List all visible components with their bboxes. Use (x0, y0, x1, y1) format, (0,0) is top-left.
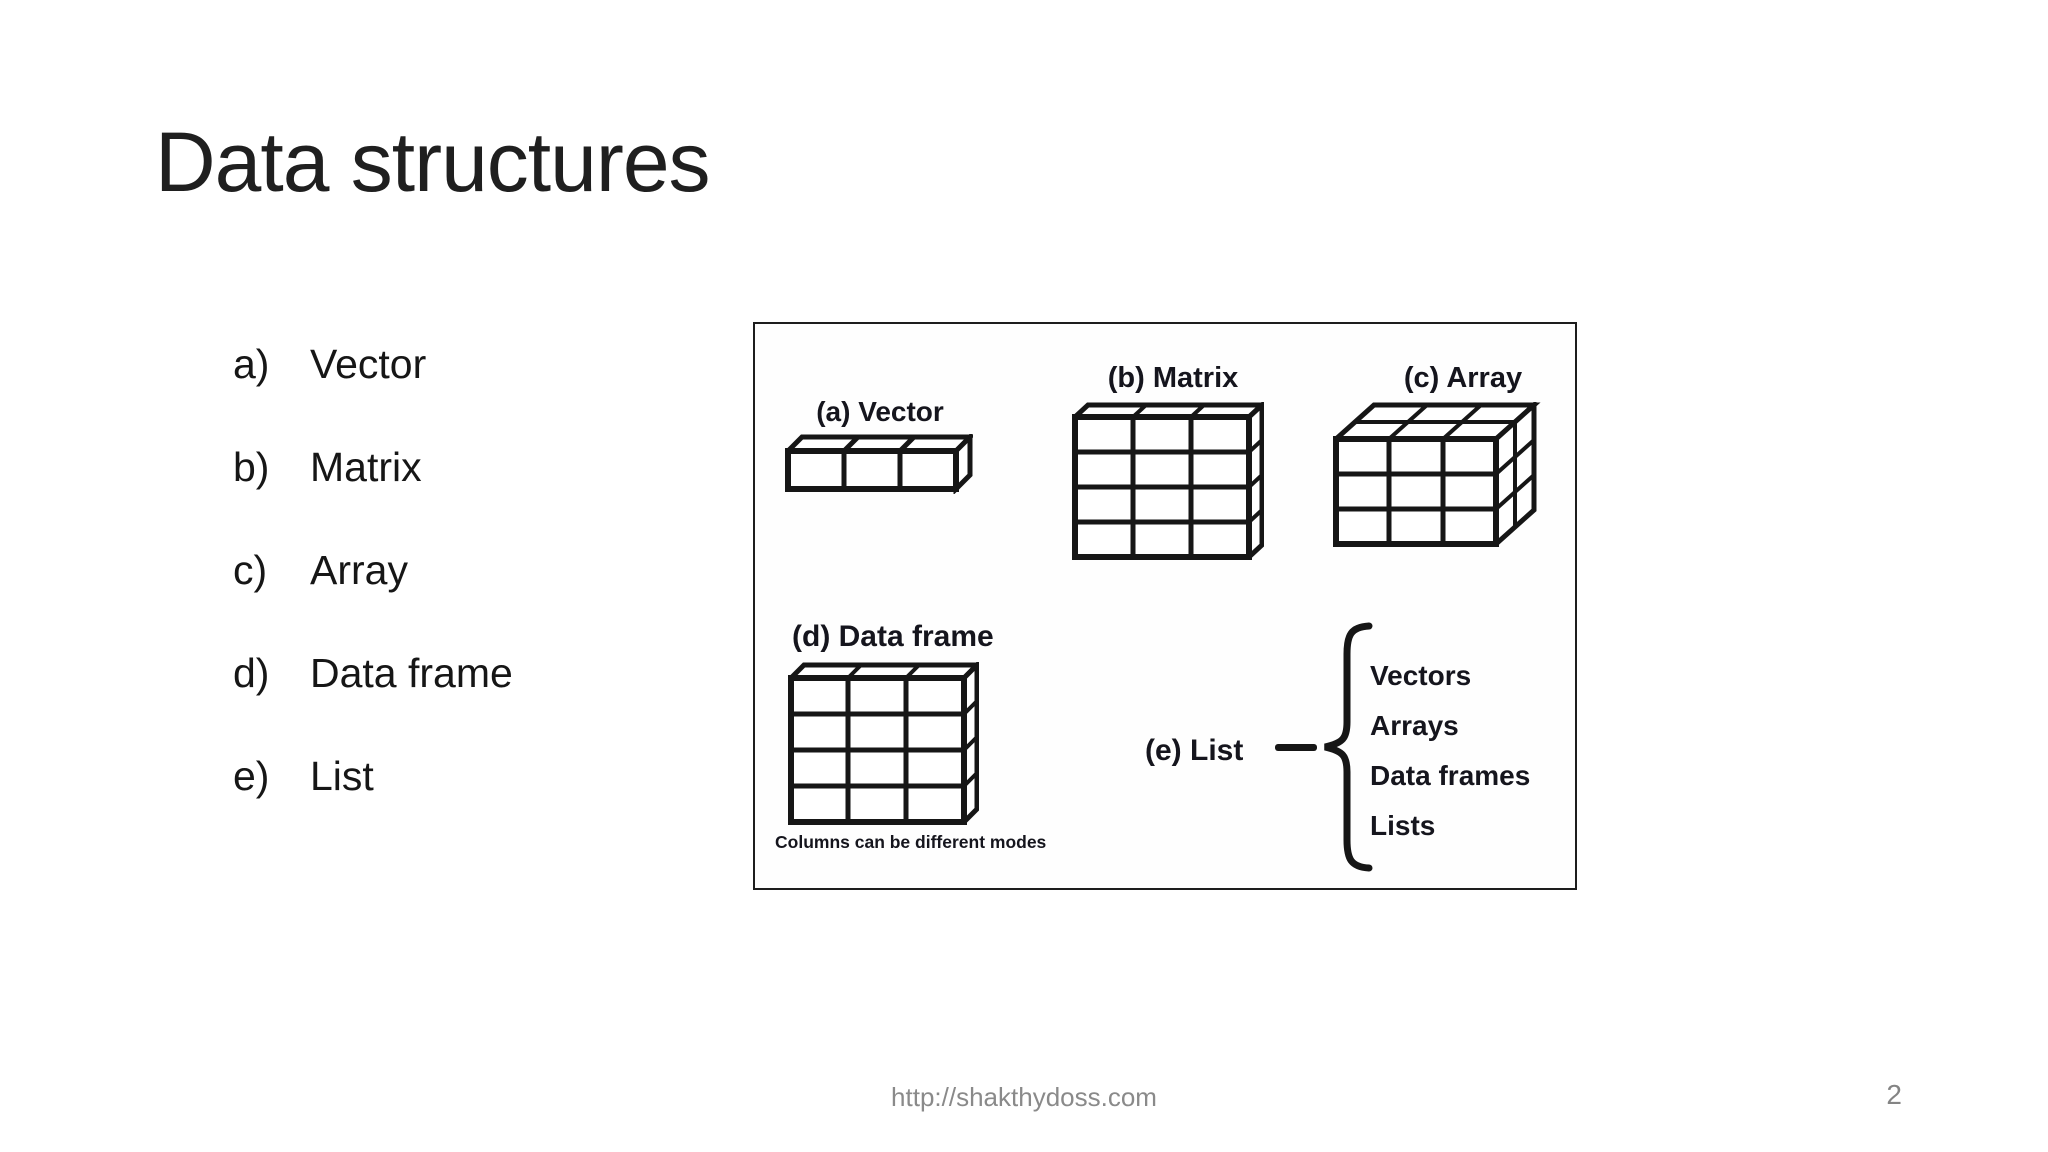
list-item-marker: d) (233, 650, 270, 696)
page-number: 2 (1886, 1079, 1902, 1110)
list-item-marker: b) (233, 444, 270, 490)
list-item: c) Array (233, 547, 513, 593)
list-item: b) Matrix (233, 444, 513, 490)
figure-label-vector: (a) Vector (816, 396, 944, 427)
list-item-label: List (310, 753, 374, 799)
figure-label-list: (e) List (1145, 734, 1244, 767)
list-item-label: Data frame (310, 650, 513, 696)
vector-diagram (785, 434, 973, 494)
figure-panel: (a) Vector (b) Matrix (753, 322, 1577, 890)
figure-label-array: (c) Array (1403, 362, 1523, 394)
list-item: e) List (233, 753, 513, 799)
structure-list: a) Vector b) Matrix c) Array d) Data fra… (233, 341, 513, 856)
footer-url: http://shakthydoss.com (891, 1082, 1157, 1112)
figure-list-item: Arrays (1370, 710, 1459, 741)
list-item-label: Matrix (310, 444, 422, 490)
list-item: d) Data frame (233, 650, 513, 696)
slide-title: Data structures (155, 115, 711, 209)
list-connector-line (1275, 744, 1317, 751)
figure-label-matrix: (b) Matrix (1107, 362, 1239, 394)
dataframe-diagram (788, 662, 979, 825)
list-brace (1324, 622, 1373, 872)
list-item-label: Vector (310, 341, 427, 387)
list-item-marker: c) (233, 547, 268, 593)
figure-list-item: Vectors (1370, 660, 1472, 691)
list-item-marker: e) (233, 753, 270, 799)
dataframe-caption: Columns can be different modes (775, 832, 1047, 852)
array-diagram (1333, 402, 1541, 547)
list-item-marker: a) (233, 341, 270, 387)
list-item-label: Array (310, 547, 408, 593)
figure-list-item: Lists (1370, 810, 1436, 841)
figure-list-item: Data frames (1370, 760, 1531, 791)
list-item: a) Vector (233, 341, 513, 387)
figure-label-dataframe: (d) Data frame (792, 620, 994, 653)
matrix-diagram (1072, 402, 1264, 560)
